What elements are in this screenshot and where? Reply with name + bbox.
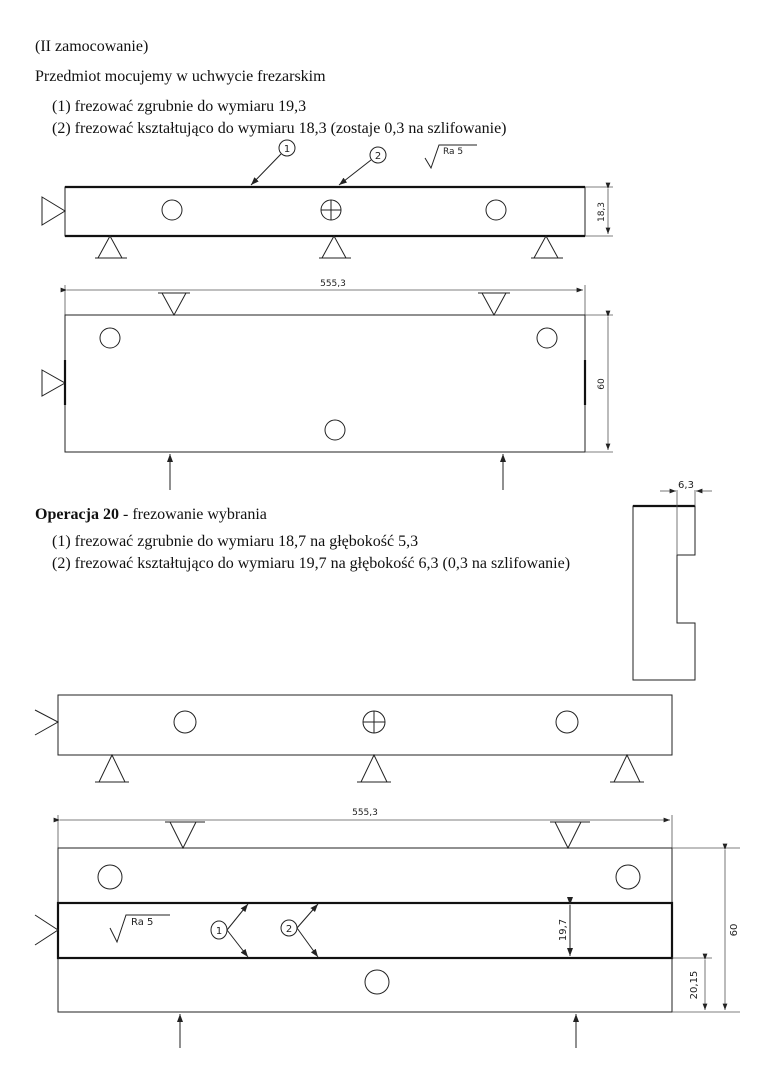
hole-circle bbox=[536, 327, 558, 349]
step-1: (1) frezować zgrubnie do wymiaru 19,3 bbox=[52, 98, 307, 115]
depth-dimension: 6,3 bbox=[678, 480, 694, 491]
leader-arrow bbox=[226, 903, 249, 931]
workpiece-outline bbox=[64, 186, 586, 237]
workpiece-outline bbox=[57, 847, 673, 1013]
locator-triangle-icon bbox=[41, 369, 67, 397]
support-triangle-icon bbox=[95, 753, 129, 783]
hole-circle bbox=[97, 864, 123, 890]
operation-number: Operacja 20 bbox=[35, 506, 119, 523]
crosshair-hole-icon bbox=[362, 710, 386, 734]
hole-circle bbox=[161, 199, 183, 221]
leader-arrow bbox=[296, 927, 319, 958]
hole-circle bbox=[173, 710, 197, 734]
offset-dimension: 20,15 bbox=[689, 971, 700, 1000]
operation-title: - frezowanie wybrania bbox=[118, 506, 267, 523]
slot-dimension: 19,7 bbox=[558, 919, 569, 941]
hole-circle bbox=[364, 969, 390, 995]
leader-arrow bbox=[338, 159, 372, 186]
support-triangle-icon bbox=[319, 234, 351, 259]
leader-label-2: 2 bbox=[286, 924, 292, 935]
op20-step-2: (2) frezować kształtująco do wymiaru 19,… bbox=[52, 555, 571, 572]
locator-triangle-icon bbox=[41, 196, 66, 226]
roughness-label: Ra 5 bbox=[131, 917, 153, 928]
workpiece-outline bbox=[57, 694, 673, 756]
drawing-side-view-2 bbox=[34, 694, 673, 783]
clamp-triangle-icon bbox=[165, 821, 205, 850]
support-triangle-icon bbox=[357, 753, 391, 783]
locator-chevron-icon bbox=[34, 914, 59, 946]
drawing-top-view-1: 555,3 60 bbox=[41, 279, 613, 490]
support-triangle-icon bbox=[531, 234, 563, 259]
crosshair-hole-icon bbox=[320, 199, 342, 221]
roughness-symbol-icon bbox=[109, 914, 170, 944]
hole-circle bbox=[555, 710, 579, 734]
leader-arrow bbox=[226, 929, 249, 958]
roughness-symbol-icon bbox=[424, 144, 477, 170]
leader-label-2: 2 bbox=[375, 151, 381, 162]
leader-label-1: 1 bbox=[284, 144, 290, 155]
hole-circle bbox=[485, 199, 507, 221]
op20-step-1: (1) frezować zgrubnie do wymiaru 18,7 na… bbox=[52, 533, 419, 550]
slot-profile-view: 6,3 bbox=[632, 480, 712, 681]
hole-circle bbox=[99, 327, 121, 349]
step-2: (2) frezować kształtująco do wymiaru 18,… bbox=[52, 120, 507, 137]
clamp-triangle-icon bbox=[550, 821, 590, 850]
slot-outline bbox=[56, 901, 674, 960]
length-dimension: 555,3 bbox=[320, 279, 346, 289]
clamp-triangle-icon bbox=[158, 292, 190, 317]
length-dimension: 555,3 bbox=[352, 808, 378, 818]
height-dimension: 18,3 bbox=[597, 202, 607, 222]
operation-heading: Operacja 20 - frezowanie wybrania bbox=[35, 506, 267, 524]
drawing-top-view-2: 555,3 19,7 60 20,15 Ra 5 1 2 bbox=[34, 808, 740, 1048]
leader-arrow bbox=[296, 903, 319, 929]
leader-arrow bbox=[250, 153, 282, 186]
clamp-triangle-icon bbox=[478, 292, 510, 317]
drawing-side-view-1: 18,3 1 2 Ra 5 bbox=[41, 139, 613, 259]
roughness-label: Ra 5 bbox=[443, 147, 463, 157]
height-dimension: 60 bbox=[729, 924, 740, 937]
hole-circle bbox=[324, 419, 346, 441]
intro-text: Przedmiot mocujemy w uchwycie frezarskim bbox=[35, 68, 326, 85]
hole-circle bbox=[615, 864, 641, 890]
support-triangle-icon bbox=[95, 234, 127, 259]
locator-chevron-icon bbox=[34, 709, 60, 736]
section-heading: (II zamocowanie) bbox=[35, 38, 149, 55]
leader-label-1: 1 bbox=[216, 926, 222, 937]
support-triangle-icon bbox=[610, 753, 644, 783]
height-dimension: 60 bbox=[597, 378, 607, 390]
